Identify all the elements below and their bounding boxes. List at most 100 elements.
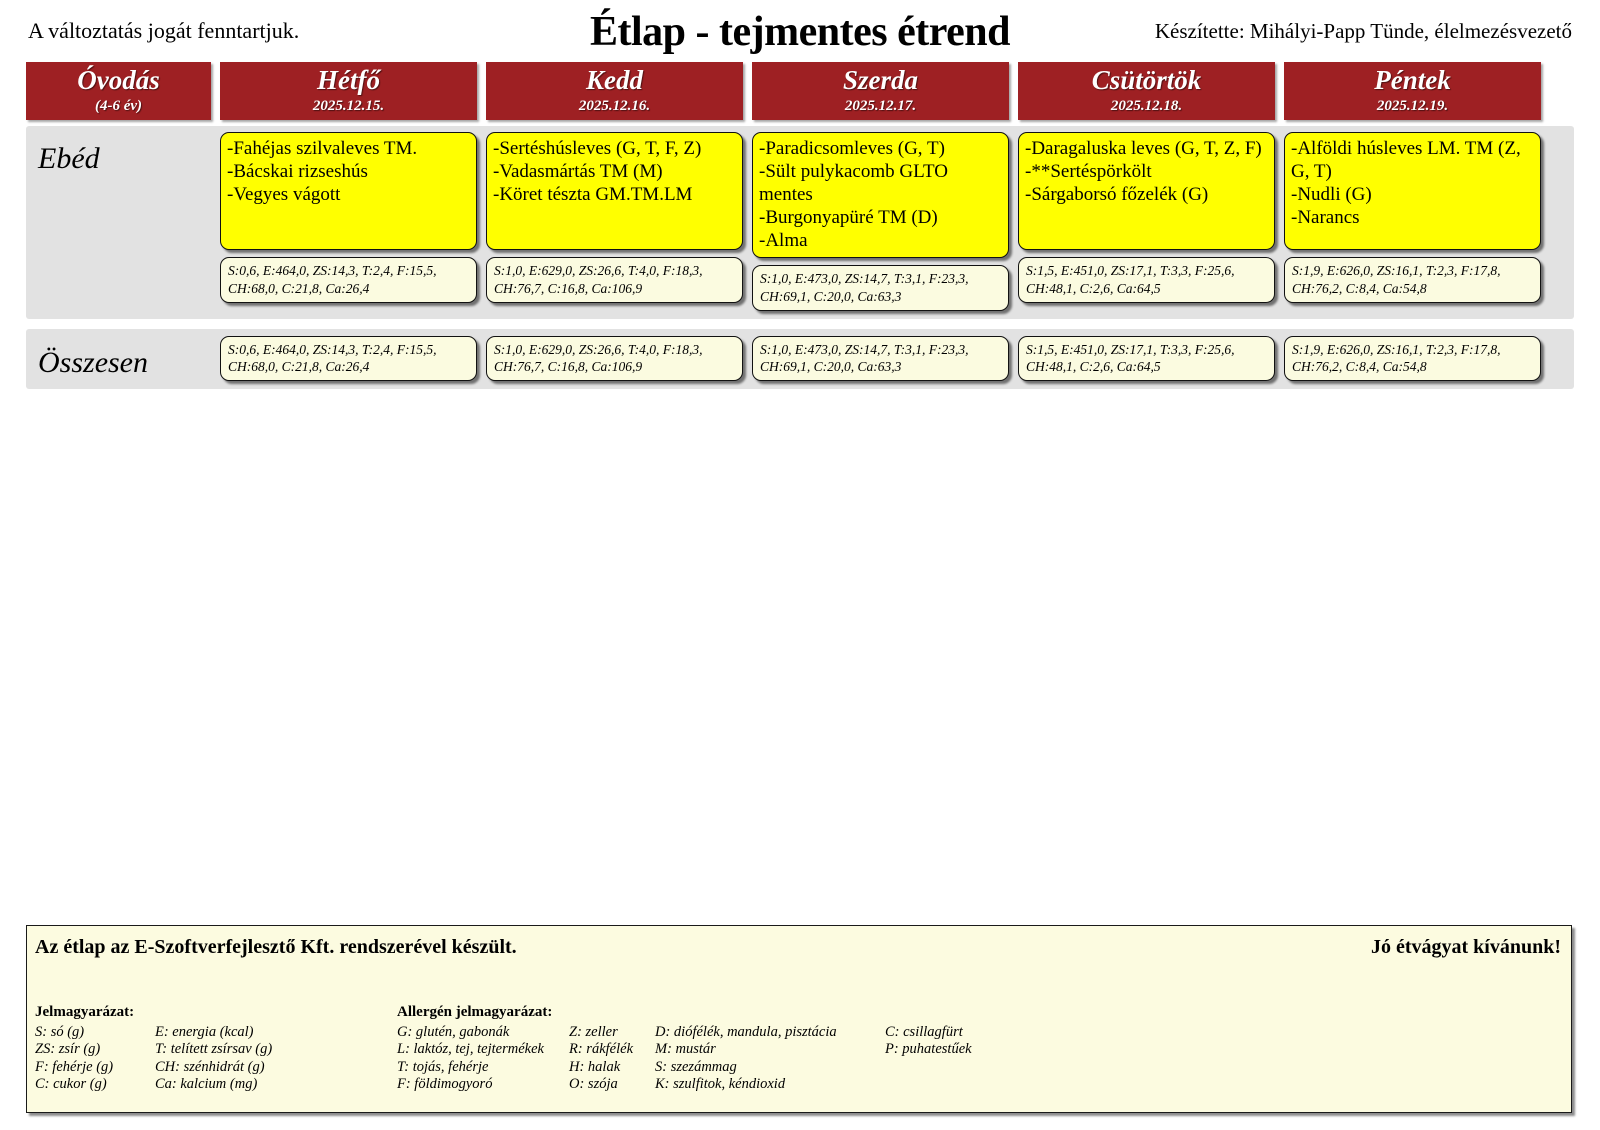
header-cell-friday: Péntek 2025.12.19. [1284,62,1541,120]
disclaimer-text: A változtatás jogát fenntartjuk. [28,18,300,43]
legend-item: H: halak [569,1058,621,1075]
author-text: Készítette: Mihályi-Papp Tünde, élelmezé… [1154,19,1572,43]
allergen-legend-col-2: Z: zeller R: rákfélék H: halak O: szója [569,1024,655,1093]
totals-cell-thursday: S:1,5, E:451,0, ZS:17,1, T:3,3, F:25,6, … [1018,335,1275,382]
meal-cell-friday: -Alföldi húsleves LM. TM (Z, G, T) -Nudl… [1284,132,1541,311]
legend-item: Z: zeller [569,1024,618,1040]
legend-item: L: laktóz, tej, tejtermékek [397,1041,544,1058]
meal-row-label: Ebéd [38,142,100,175]
footer-top-row: Az étlap az E-Szoftverfejlesztő Kft. ren… [27,926,1571,970]
meal-cell-monday: -Fahéjas szilvaleves TM. -Bácskai rizses… [220,132,477,311]
legend-item: O: szója [569,1075,618,1092]
nutrition-legend-col-2: E: energia (kcal) T: telített zsírsav (g… [155,1024,325,1093]
nutrition-box: S:1,0, E:629,0, ZS:26,6, T:4,0, F:18,3, … [486,335,743,382]
legend-item: CH: szénhidrát (g) [155,1058,265,1075]
header-date-label: 2025.12.18. [1110,98,1183,115]
dish-box: -Sertéshúsleves (G, T, F, Z) -Vadasmártá… [486,132,743,250]
legend-item: R: rákfélék [569,1041,634,1058]
legend-item: P: puhatestűek [885,1041,972,1058]
dish-box: -Paradicsomleves (G, T) -Sült pulykacomb… [752,132,1009,258]
header-day-label: Csütörtök [1091,64,1202,95]
nutrition-box: S:1,0, E:629,0, ZS:26,6, T:4,0, F:18,3, … [486,257,743,303]
dish-line: -Narancs [1291,206,1360,228]
header-day-label: Szerda [842,64,918,95]
header-day-label: Hétfő [317,64,380,95]
nutrition-box: S:1,5, E:451,0, ZS:17,1, T:3,3, F:25,6, … [1018,335,1275,382]
legend-item: F: fehérje (g) [35,1058,114,1075]
header-day-label: Péntek [1374,64,1451,95]
dish-line: -Sült pulykacomb GLTO mentes [759,160,948,205]
allergen-legend: Allergén jelmagyarázat: G: glutén, gabon… [397,1004,1025,1093]
legend-item: D: diófélék, mandula, pisztácia [655,1024,837,1040]
legend-item: C: cukor (g) [35,1075,107,1092]
nutrition-box: S:1,0, E:473,0, ZS:14,7, T:3,1, F:23,3, … [752,264,1009,311]
dish-box: -Fahéjas szilvaleves TM. -Bácskai rizses… [220,132,477,250]
legend-item: T: tojás, fehérje [397,1058,489,1075]
header-date-label: 2025.12.17. [844,98,917,115]
meal-row-lunch: Ebéd -Fahéjas szilvaleves TM. -Bácskai r… [26,126,1574,319]
allergen-legend-title: Allergén jelmagyarázat: [397,1004,553,1020]
dish-line: -Alma [759,229,808,251]
legend-item: S: szezámmag [655,1058,737,1075]
meal-cell-thursday: -Daragaluska leves (G, T, Z, F) -**Serté… [1018,132,1275,311]
totals-row: Összesen S:0,6, E:464,0, ZS:14,3, T:2,4,… [26,328,1574,390]
legend-item: K: szulfitok, kéndioxid [655,1075,786,1092]
meal-cell-wednesday: -Paradicsomleves (G, T) -Sült pulykacomb… [752,132,1009,311]
header-day-label: Óvodás [77,64,160,95]
dish-line: -Bácskai rizseshús [227,160,368,182]
nutrition-box: S:0,6, E:464,0, ZS:14,3, T:2,4, F:15,5, … [220,257,477,303]
header-day-label: Kedd [586,64,643,95]
dish-line: -Sárgaborsó főzelék (G) [1025,183,1209,205]
dish-line: -Vegyes vágott [227,183,341,205]
totals-row-label: Összesen [38,345,148,379]
nutrition-box: S:1,0, E:473,0, ZS:14,7, T:3,1, F:23,3, … [752,335,1009,382]
dish-line: -Daragaluska leves (G, T, Z, F) [1025,138,1262,159]
dish-line: -Nudli (G) [1291,183,1372,205]
nutrition-box: S:0,6, E:464,0, ZS:14,3, T:2,4, F:15,5, … [220,335,477,382]
nutrition-legend-col-1: S: só (g) ZS: zsír (g) F: fehérje (g) C:… [35,1024,155,1093]
totals-cell-monday: S:0,6, E:464,0, ZS:14,3, T:2,4, F:15,5, … [220,335,477,382]
dish-line: -Vadasmártás TM (M) [493,160,663,182]
legend-item: M: mustár [655,1041,716,1058]
page-title: Étlap - tejmentes étrend [590,9,1010,55]
legend-item: E: energia (kcal) [155,1024,254,1040]
footer-panel: Az étlap az E-Szoftverfejlesztő Kft. ren… [26,925,1572,1113]
dish-line: -Alföldi húsleves LM. TM (Z, G, T) [1291,138,1521,182]
dish-line: -Köret tészta GM.TM.LM [493,183,693,205]
header-date-label: 2025.12.15. [312,98,385,115]
nutrition-box: S:1,5, E:451,0, ZS:17,1, T:3,3, F:25,6, … [1018,257,1275,303]
dish-line: -Fahéjas szilvaleves TM. [227,138,418,159]
dish-line: -Burgonyapüré TM (D) [759,206,938,228]
header-cell-monday: Hétfő 2025.12.15. [220,62,477,120]
table-header-row: Óvodás (4-6 év) Hétfő 2025.12.15. Kedd 2… [26,62,1574,120]
totals-cell-wednesday: S:1,0, E:473,0, ZS:14,7, T:3,1, F:23,3, … [752,335,1009,382]
legend-item: ZS: zsír (g) [35,1041,101,1058]
nutrition-box: S:1,9, E:626,0, ZS:16,1, T:2,3, F:17,8, … [1284,335,1541,382]
header-date-label: 2025.12.19. [1376,98,1449,115]
legend-item: G: glutén, gabonák [397,1024,510,1040]
header-cell-tuesday: Kedd 2025.12.16. [486,62,743,120]
totals-cell-friday: S:1,9, E:626,0, ZS:16,1, T:2,3, F:17,8, … [1284,335,1541,382]
page-header: A változtatás jogát fenntartjuk. Étlap -… [0,0,1600,58]
header-cell-thursday: Csütörtök 2025.12.18. [1018,62,1275,120]
legend-item: C: csillagfürt [885,1024,963,1040]
legend-item: Ca: kalcium (mg) [155,1075,258,1092]
system-credit-text: Az étlap az E-Szoftverfejlesztő Kft. ren… [35,936,517,958]
nutrition-legend: Jelmagyarázat: S: só (g) ZS: zsír (g) F:… [35,1004,325,1093]
allergen-legend-col-3: D: diófélék, mandula, pisztácia M: mustá… [655,1024,885,1093]
header-date-label: (4-6 év) [94,98,143,115]
dish-line: -**Sertéspörkölt [1025,160,1152,182]
nutrition-box: S:1,9, E:626,0, ZS:16,1, T:2,3, F:17,8, … [1284,257,1541,303]
dish-box: -Alföldi húsleves LM. TM (Z, G, T) -Nudl… [1284,132,1541,250]
dish-line: -Sertéshúsleves (G, T, F, Z) [493,138,702,159]
meal-cell-tuesday: -Sertéshúsleves (G, T, F, Z) -Vadasmártá… [486,132,743,311]
menu-table: Óvodás (4-6 év) Hétfő 2025.12.15. Kedd 2… [26,62,1574,390]
header-date-label: 2025.12.16. [578,98,651,115]
totals-cell-tuesday: S:1,0, E:629,0, ZS:26,6, T:4,0, F:18,3, … [486,335,743,382]
header-cell-age-group: Óvodás (4-6 év) [26,62,211,120]
header-cell-wednesday: Szerda 2025.12.17. [752,62,1009,120]
dish-line: -Paradicsomleves (G, T) [759,138,945,159]
legend-item: S: só (g) [35,1024,85,1040]
allergen-legend-col-1: G: glutén, gabonák L: laktóz, tej, tejte… [397,1024,569,1093]
legend-item: T: telített zsírsav (g) [155,1041,273,1058]
